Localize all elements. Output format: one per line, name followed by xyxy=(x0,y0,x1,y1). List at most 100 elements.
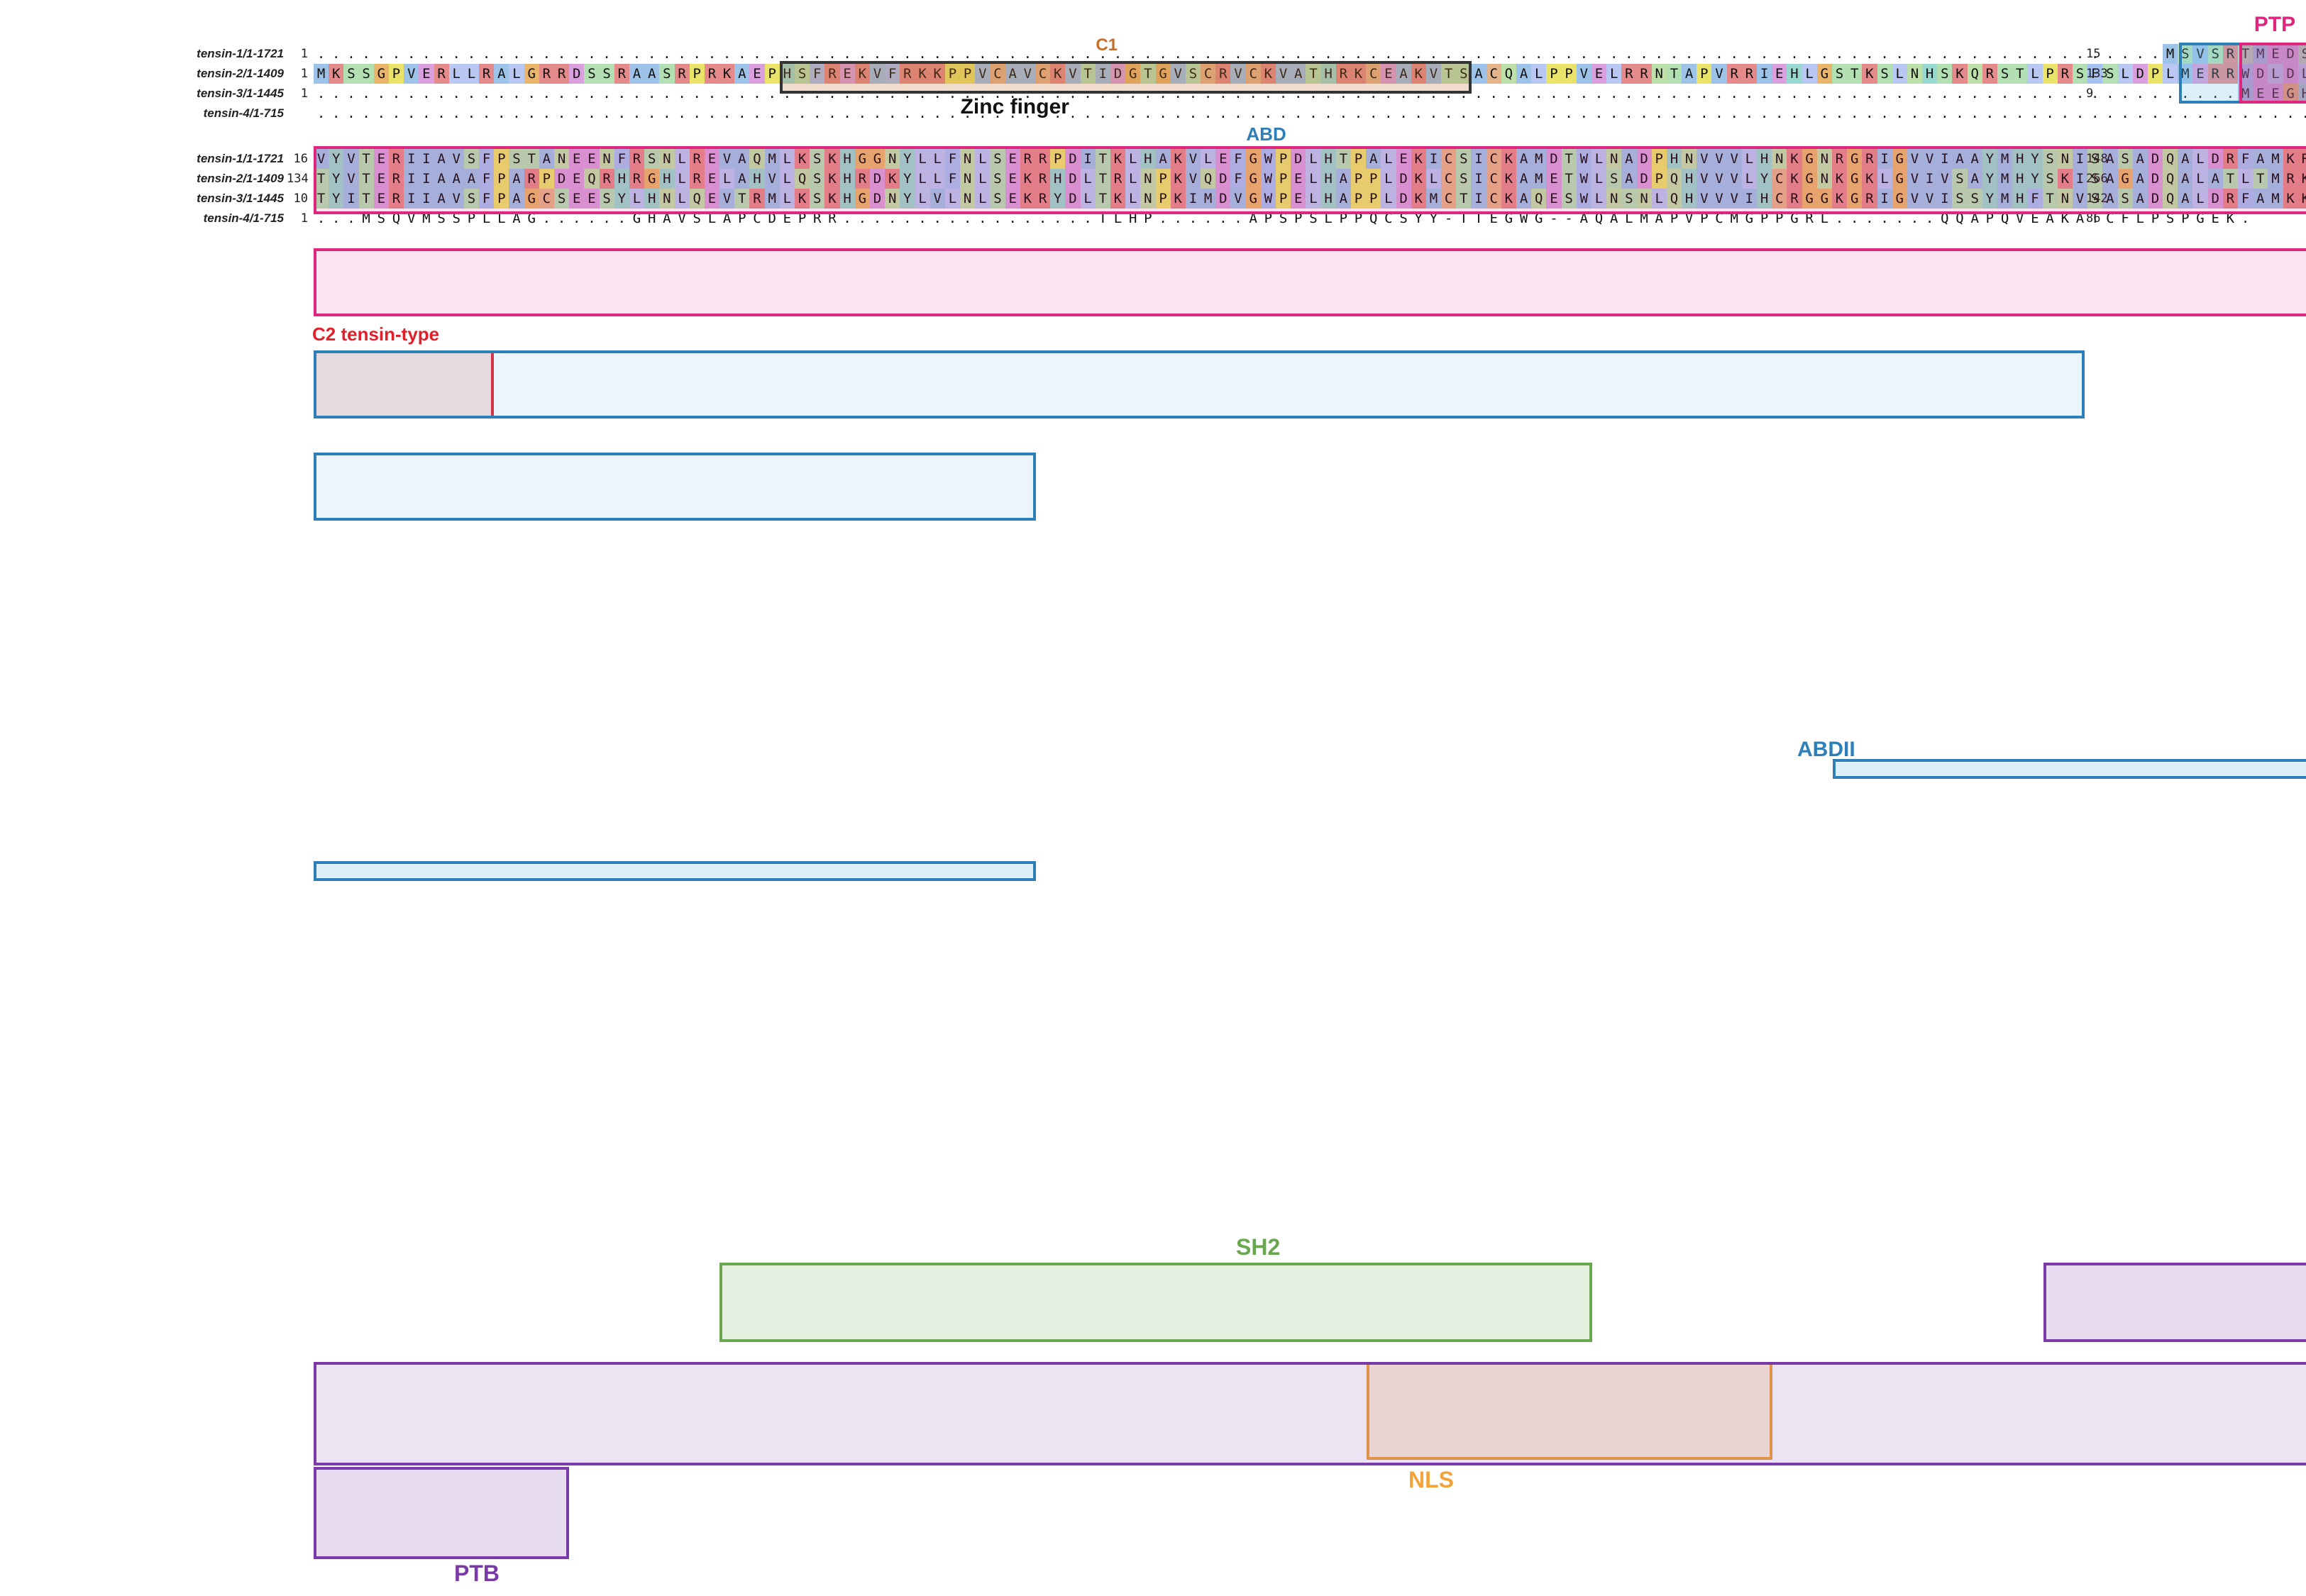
residue: . xyxy=(1309,86,1318,101)
residue: V xyxy=(2072,189,2088,209)
residue: . xyxy=(813,46,822,62)
residue: V xyxy=(1907,149,1923,169)
residue: V xyxy=(1276,64,1291,84)
residue: R xyxy=(674,64,690,84)
residue: . xyxy=(1700,46,1709,62)
residue: M xyxy=(2268,169,2283,189)
residue: . xyxy=(993,46,1002,62)
residue: F xyxy=(1230,169,1246,189)
residue: H xyxy=(1140,149,1156,169)
residue: H xyxy=(659,169,675,189)
sh2-label: SH2 xyxy=(1236,1234,1281,1260)
residue: K xyxy=(1170,169,1186,189)
residue: . xyxy=(738,46,746,62)
residue: . xyxy=(1069,86,1077,101)
residue: D xyxy=(1396,169,1411,189)
residue: N xyxy=(659,189,675,209)
residue: F xyxy=(479,189,495,209)
residue: K xyxy=(824,189,840,209)
residue: . xyxy=(1985,86,1995,101)
residue: . xyxy=(1895,106,1904,121)
residue: I xyxy=(1185,189,1201,209)
residue: E xyxy=(704,189,720,209)
residue: . xyxy=(1820,46,1829,62)
residue: . xyxy=(1880,211,1889,226)
residue: K xyxy=(824,149,840,169)
residue: Q xyxy=(1666,189,1682,209)
residue: K xyxy=(2297,169,2306,189)
residue: . xyxy=(753,106,761,121)
residue: M xyxy=(2163,44,2178,64)
residue: M xyxy=(1730,211,1738,226)
residue: . xyxy=(1429,86,1438,101)
residue: . xyxy=(1715,86,1723,101)
residue: T xyxy=(314,189,329,209)
residue: . xyxy=(1444,86,1453,101)
residue: L xyxy=(1591,169,1607,189)
residue: . xyxy=(1865,86,1874,101)
c2-box xyxy=(314,350,495,419)
residue: L xyxy=(2163,64,2178,84)
residue: W xyxy=(1260,169,1276,189)
residue: R xyxy=(614,64,629,84)
residue: S xyxy=(1952,189,1968,209)
residue: S xyxy=(810,149,825,169)
residue: E xyxy=(1381,64,1396,84)
residue: . xyxy=(1970,106,1979,121)
residue: S xyxy=(343,64,359,84)
residue: . xyxy=(768,86,776,101)
residue: . xyxy=(1203,86,1213,101)
residue: D xyxy=(1065,189,1081,209)
residue: . xyxy=(1113,46,1122,62)
residue: N xyxy=(1606,189,1622,209)
residue: W xyxy=(1519,211,1528,226)
residue: . xyxy=(647,86,656,101)
residue: . xyxy=(1640,46,1648,62)
residue: . xyxy=(1339,46,1348,62)
residue: . xyxy=(1925,46,1934,62)
residue: L xyxy=(915,169,930,189)
residue: A xyxy=(1471,64,1486,84)
residue: V xyxy=(1697,169,1712,189)
residue: K xyxy=(795,149,810,169)
residue: . xyxy=(738,86,746,101)
residue: A xyxy=(1005,64,1020,84)
residue: I xyxy=(1757,64,1772,84)
residue: S xyxy=(1606,169,1622,189)
residue: . xyxy=(1941,86,1949,101)
residue: T xyxy=(1080,64,1096,84)
residue: L xyxy=(1892,64,1907,84)
residue: . xyxy=(452,46,460,62)
residue: V xyxy=(1020,64,1035,84)
residue: I xyxy=(2072,149,2088,169)
residue: K xyxy=(1787,149,1802,169)
residue: H xyxy=(749,169,765,189)
residue: Q xyxy=(1501,64,1516,84)
residue: G xyxy=(1504,211,1513,226)
residue: . xyxy=(1113,106,1122,121)
residue: T xyxy=(358,149,374,169)
residue: K xyxy=(915,64,930,84)
residue: . xyxy=(467,46,476,62)
residue: . xyxy=(693,46,701,62)
residue: C xyxy=(1441,169,1457,189)
residue: V xyxy=(1711,64,1727,84)
residue: . xyxy=(933,46,942,62)
residue: Y xyxy=(329,169,344,189)
residue: . xyxy=(2016,46,2024,62)
residue: D xyxy=(869,169,886,189)
residue: . xyxy=(527,86,536,101)
residue: S xyxy=(358,64,374,84)
residue: E xyxy=(2031,211,2039,226)
residue: P xyxy=(2151,211,2160,226)
residue: S xyxy=(2087,149,2103,169)
residue: V xyxy=(764,169,780,189)
residue: E xyxy=(1489,211,1498,226)
residue: P xyxy=(1350,149,1367,169)
ptb-start-box xyxy=(2043,1263,2306,1342)
residue: . xyxy=(1234,211,1242,226)
residue: R xyxy=(2222,149,2238,169)
start-position: 134 xyxy=(287,172,309,186)
residue: . xyxy=(1294,106,1303,121)
